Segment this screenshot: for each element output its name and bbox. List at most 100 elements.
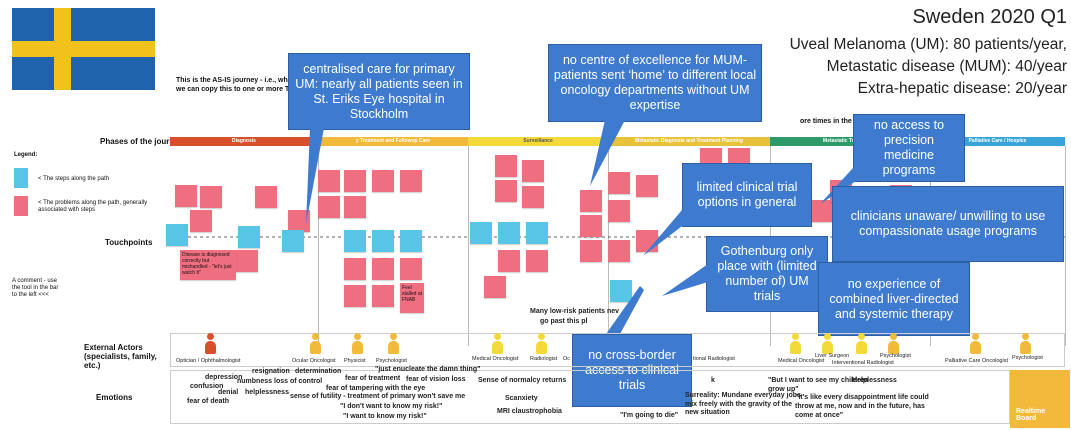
problem-sticky[interactable] bbox=[255, 186, 277, 208]
emotion: helplessness bbox=[245, 389, 289, 396]
step-sticky[interactable] bbox=[470, 222, 492, 244]
intro-text: This is the AS-IS journey - i.e., what h… bbox=[176, 77, 305, 93]
problem-sticky[interactable] bbox=[580, 190, 602, 212]
step-sticky[interactable] bbox=[400, 230, 422, 252]
actor-label: Palliative Care Oncologist bbox=[945, 358, 1008, 364]
intro-right-text: ore times in the journey bbox=[800, 118, 879, 125]
page-title: Sweden 2020 Q1 bbox=[912, 6, 1067, 28]
actor-label: Medical Oncologist bbox=[778, 358, 825, 364]
problem-sticky[interactable] bbox=[608, 240, 630, 262]
problem-sticky[interactable]: Feel stalled at FNAB bbox=[400, 283, 424, 313]
problem-sticky[interactable] bbox=[190, 210, 212, 232]
step-sticky[interactable] bbox=[166, 224, 188, 246]
problem-sticky[interactable] bbox=[175, 185, 197, 207]
actor-icon bbox=[492, 333, 503, 355]
emotion: MRI claustrophobia bbox=[497, 408, 562, 415]
emotion: numbness bbox=[237, 378, 273, 385]
emotions-row bbox=[170, 370, 1010, 424]
column-divider bbox=[1065, 146, 1066, 346]
problem-sticky[interactable] bbox=[318, 196, 340, 218]
problem-sticky[interactable] bbox=[484, 276, 506, 298]
problem-sticky[interactable] bbox=[498, 250, 520, 272]
step-sticky[interactable] bbox=[344, 230, 366, 252]
problem-sticky[interactable] bbox=[580, 240, 602, 262]
stat-mum: Metastatic disease (MUM): 40/year bbox=[826, 58, 1067, 75]
emotion: k bbox=[711, 377, 715, 384]
problem-sticky[interactable] bbox=[288, 210, 310, 232]
actor-label: Interventional Radiologist bbox=[832, 360, 894, 366]
problem-sticky[interactable] bbox=[318, 170, 340, 192]
step-sticky[interactable] bbox=[610, 280, 632, 302]
step-sticky[interactable] bbox=[526, 222, 548, 244]
problem-sticky[interactable] bbox=[200, 186, 222, 208]
emotion: Helplessness bbox=[852, 377, 897, 384]
actor-icon bbox=[822, 333, 833, 355]
emotion: sense of futility - treatment of primary… bbox=[290, 393, 466, 400]
actor-label: Optician / Ophthalmologist bbox=[176, 358, 241, 364]
phase-metastatic-treatment: Metastatic Treatment a bbox=[770, 137, 930, 146]
problem-sticky[interactable] bbox=[636, 175, 658, 197]
problem-sticky[interactable] bbox=[526, 250, 548, 272]
problem-sticky[interactable]: Disease is diagnosed correctly but misha… bbox=[180, 250, 236, 280]
column-divider bbox=[468, 146, 469, 346]
stats-block: Uveal Melanoma (UM): 80 patients/year, M… bbox=[790, 34, 1067, 100]
callout-centralised-care[interactable]: centralised care for primary UM: nearly … bbox=[288, 53, 470, 130]
emotion: determination bbox=[295, 368, 342, 375]
problem-sticky[interactable] bbox=[344, 285, 366, 307]
problem-sticky[interactable] bbox=[372, 170, 394, 192]
actor-icon bbox=[856, 333, 867, 355]
callout-precision-medicine[interactable]: no access to precision medicine programs bbox=[853, 114, 965, 182]
callout-pointer bbox=[590, 120, 625, 186]
problem-sticky[interactable] bbox=[608, 200, 630, 222]
emotion: fear of vision loss bbox=[406, 376, 466, 383]
problem-sticky[interactable] bbox=[495, 155, 517, 177]
realtimeboard-logo: Realtime Board bbox=[1010, 370, 1070, 428]
phases-label: Phases of the journey bbox=[100, 137, 184, 146]
legend-step-swatch bbox=[14, 168, 28, 188]
actor-icon bbox=[536, 333, 547, 355]
problem-sticky[interactable] bbox=[522, 186, 544, 208]
actor-label: Liver Surgeon bbox=[815, 353, 850, 359]
emotion: confusion bbox=[190, 383, 224, 390]
problem-sticky[interactable] bbox=[608, 172, 630, 194]
low-risk-note: Many low-risk patients nev go past this … bbox=[530, 308, 620, 325]
problem-sticky[interactable] bbox=[580, 215, 602, 237]
touchpoints-label: Touchpoints bbox=[105, 238, 153, 247]
step-sticky[interactable] bbox=[372, 230, 394, 252]
emotion: "But I want to see my children grow up" bbox=[768, 377, 869, 393]
problem-sticky[interactable] bbox=[400, 170, 422, 192]
problem-sticky[interactable] bbox=[344, 170, 366, 192]
problem-sticky[interactable] bbox=[522, 160, 544, 182]
actor-label: Psychologist bbox=[376, 358, 407, 364]
problem-sticky[interactable] bbox=[810, 200, 832, 222]
problem-sticky[interactable] bbox=[372, 285, 394, 307]
emotion: "It's like every disappointment life cou… bbox=[795, 394, 929, 419]
emotion: "I want to know my risk!" bbox=[343, 413, 427, 420]
actor-icon bbox=[310, 333, 321, 355]
step-sticky[interactable] bbox=[498, 222, 520, 244]
actor-label: Medical Oncologist bbox=[472, 356, 519, 362]
actor-icon bbox=[388, 333, 399, 355]
actor-label: tional Radiologist bbox=[693, 356, 735, 362]
problem-sticky[interactable] bbox=[372, 258, 394, 280]
emotion: denial bbox=[218, 389, 239, 396]
actor-icon bbox=[352, 333, 363, 355]
step-sticky[interactable] bbox=[238, 226, 260, 248]
problem-sticky[interactable] bbox=[495, 180, 517, 202]
external-actors-row bbox=[170, 333, 1065, 367]
emotion: resignation bbox=[252, 368, 290, 375]
problem-sticky[interactable] bbox=[344, 196, 366, 218]
callout-limited-trials[interactable]: limited clinical trial options in genera… bbox=[682, 163, 812, 227]
problem-sticky[interactable] bbox=[344, 258, 366, 280]
emotion: depression bbox=[205, 374, 243, 381]
actor-label: Psychologist bbox=[880, 353, 911, 359]
problem-sticky[interactable] bbox=[236, 250, 258, 272]
emotion: "just enucleate the damn thing" bbox=[375, 366, 481, 373]
callout-gothenburg[interactable]: Gothenburg only place with (limited numb… bbox=[706, 236, 828, 312]
emotion: "I'm going to die" bbox=[620, 412, 679, 419]
step-sticky[interactable] bbox=[282, 230, 304, 252]
problem-sticky[interactable] bbox=[400, 258, 422, 280]
callout-combined-therapy[interactable]: no experience of combined liver-directed… bbox=[818, 262, 970, 336]
callout-no-centre-excellence[interactable]: no centre of excellence for MUM- patient… bbox=[548, 44, 762, 122]
callout-compassionate-usage[interactable]: clinicians unaware/ unwilling to use com… bbox=[832, 186, 1064, 262]
